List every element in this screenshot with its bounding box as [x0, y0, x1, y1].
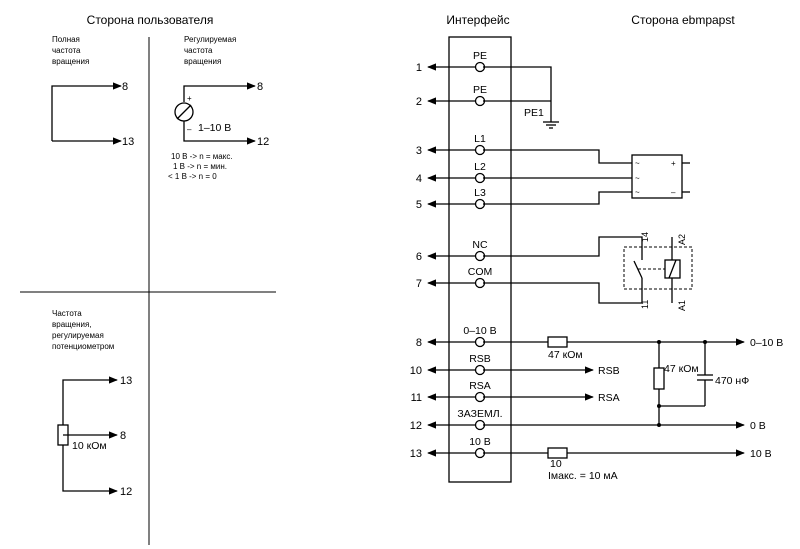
regulated-label-line1: Регулируемая	[184, 35, 236, 44]
header-user-side: Сторона пользователя	[87, 13, 214, 27]
out-8-label: 0–10 В	[750, 337, 783, 349]
relay-a2-label: A2	[677, 234, 687, 245]
terminal-number: 4	[416, 173, 422, 185]
capacitor-label: 470 нФ	[715, 375, 749, 387]
relay-nc-wire	[483, 236, 643, 260]
terminal-label: L1	[474, 133, 486, 145]
relay-11-label: 11	[640, 300, 650, 309]
pot-term-12: 12	[120, 486, 132, 498]
full-speed-term-13: 13	[122, 136, 134, 148]
terminal-number: 12	[410, 420, 422, 432]
regulated-wire-8	[183, 82, 256, 102]
pot-label-line2: вращения,	[52, 320, 92, 329]
full-speed-label-line3: вращения	[52, 57, 89, 66]
relay-com-wire	[483, 278, 643, 304]
potentiometer-section: Частота вращения, регулируемая потенциом…	[52, 309, 132, 498]
terminal-number: 7	[416, 278, 422, 290]
header-ebm-side: Сторона ebmpapst	[631, 13, 735, 27]
terminal-label: 10 В	[469, 436, 491, 448]
r13-label: 10	[550, 458, 562, 470]
regulated-label-line3: вращения	[184, 57, 221, 66]
terminal-label: RSA	[469, 380, 491, 392]
ebm-side-wiring: PE1 ~ ~ ~ + – 14 A2 11 A1 47 кОм 0–10 В	[483, 66, 783, 482]
rectifier-minus: –	[671, 188, 676, 197]
pot-label-line1: Частота	[52, 309, 82, 318]
terminal-number: 3	[416, 145, 422, 157]
terminal-label: 0–10 В	[463, 325, 496, 337]
out-13-label: 10 В	[750, 448, 772, 460]
l3-wire	[483, 191, 632, 205]
regulated-term-8: 8	[257, 81, 263, 93]
out-12-label: 0 В	[750, 420, 766, 432]
source-minus: –	[187, 125, 192, 134]
header-interface: Интерфейс	[446, 13, 509, 27]
rectifier-tilde-1: ~	[635, 159, 640, 168]
pe-wire-1	[483, 66, 552, 122]
relay-housing-icon	[623, 246, 693, 290]
terminal-number: 5	[416, 199, 422, 211]
interface-block	[448, 36, 512, 483]
node-filter	[657, 404, 661, 408]
pot-term-8: 8	[120, 430, 126, 442]
imax-label: Iмакс. = 10 мА	[548, 470, 618, 482]
resistor-47k-icon	[547, 336, 568, 348]
terminal-label: RSB	[469, 353, 491, 365]
terminal-number: 2	[416, 96, 422, 108]
full-speed-label-line1: Полная	[52, 35, 80, 44]
relay-coil-slash	[668, 259, 677, 279]
filter-r-label: 47 кОм	[664, 363, 699, 375]
terminal-number: 8	[416, 337, 422, 349]
regulated-label-line2: частота	[184, 46, 213, 55]
terminal-label: NC	[472, 239, 488, 251]
full-speed-label-line2: частота	[52, 46, 81, 55]
full-speed-wire-8	[51, 82, 122, 141]
terminal-number: 11	[411, 392, 422, 404]
relay-14-label: 14	[640, 232, 650, 242]
full-speed-term-8: 8	[122, 81, 128, 93]
regulated-wire-12	[183, 121, 256, 145]
full-speed-section: Полная частота вращения 8 13	[51, 35, 134, 148]
terminal-label: ЗАЗЕМЛ.	[457, 408, 502, 420]
rectifier-tilde-3: ~	[635, 188, 640, 197]
terminal-label: PE	[473, 50, 487, 62]
terminal-label: COM	[468, 266, 493, 278]
terminal-number: 1	[416, 62, 422, 74]
terminal-label: PE	[473, 84, 487, 96]
source-plus: +	[187, 94, 192, 103]
pe1-label: PE1	[524, 107, 544, 119]
voltage-source-slash	[176, 104, 192, 120]
regulated-speed-section: Регулируемая частота вращения + – 1–10 В…	[168, 35, 269, 181]
pot-term-13: 13	[120, 375, 132, 387]
out-11-label: RSA	[598, 392, 620, 404]
resistor-10-icon	[547, 447, 568, 459]
terminal-label: L2	[474, 161, 486, 173]
terminal-number: 6	[416, 251, 422, 263]
pot-label-line4: потенциометром	[52, 342, 114, 351]
note-line1: 10 В -> n = макс.	[171, 152, 233, 161]
l1-wire	[483, 149, 632, 164]
note-line2: 1 В -> n = мин.	[173, 162, 227, 171]
terminal-label: L3	[474, 187, 486, 199]
r8-label: 47 кОм	[548, 349, 583, 361]
pot-wire-12	[62, 445, 118, 495]
out-10-label: RSB	[598, 365, 620, 377]
relay-a1-label: A1	[677, 300, 687, 311]
rectifier-tilde-2: ~	[635, 174, 640, 183]
source-voltage-label: 1–10 В	[198, 122, 231, 134]
pot-label-line3: регулируемая	[52, 331, 104, 340]
pot-value-label: 10 кОм	[72, 440, 107, 452]
terminal-number: 10	[410, 365, 422, 377]
rectifier-icon	[631, 154, 683, 199]
pot-wire-13	[62, 376, 118, 425]
resistor-filter-icon	[653, 367, 665, 390]
rectifier-plus: +	[671, 159, 676, 168]
regulated-term-12: 12	[257, 136, 269, 148]
note-line3: < 1 В -> n = 0	[168, 172, 217, 181]
terminal-number: 13	[410, 448, 422, 460]
